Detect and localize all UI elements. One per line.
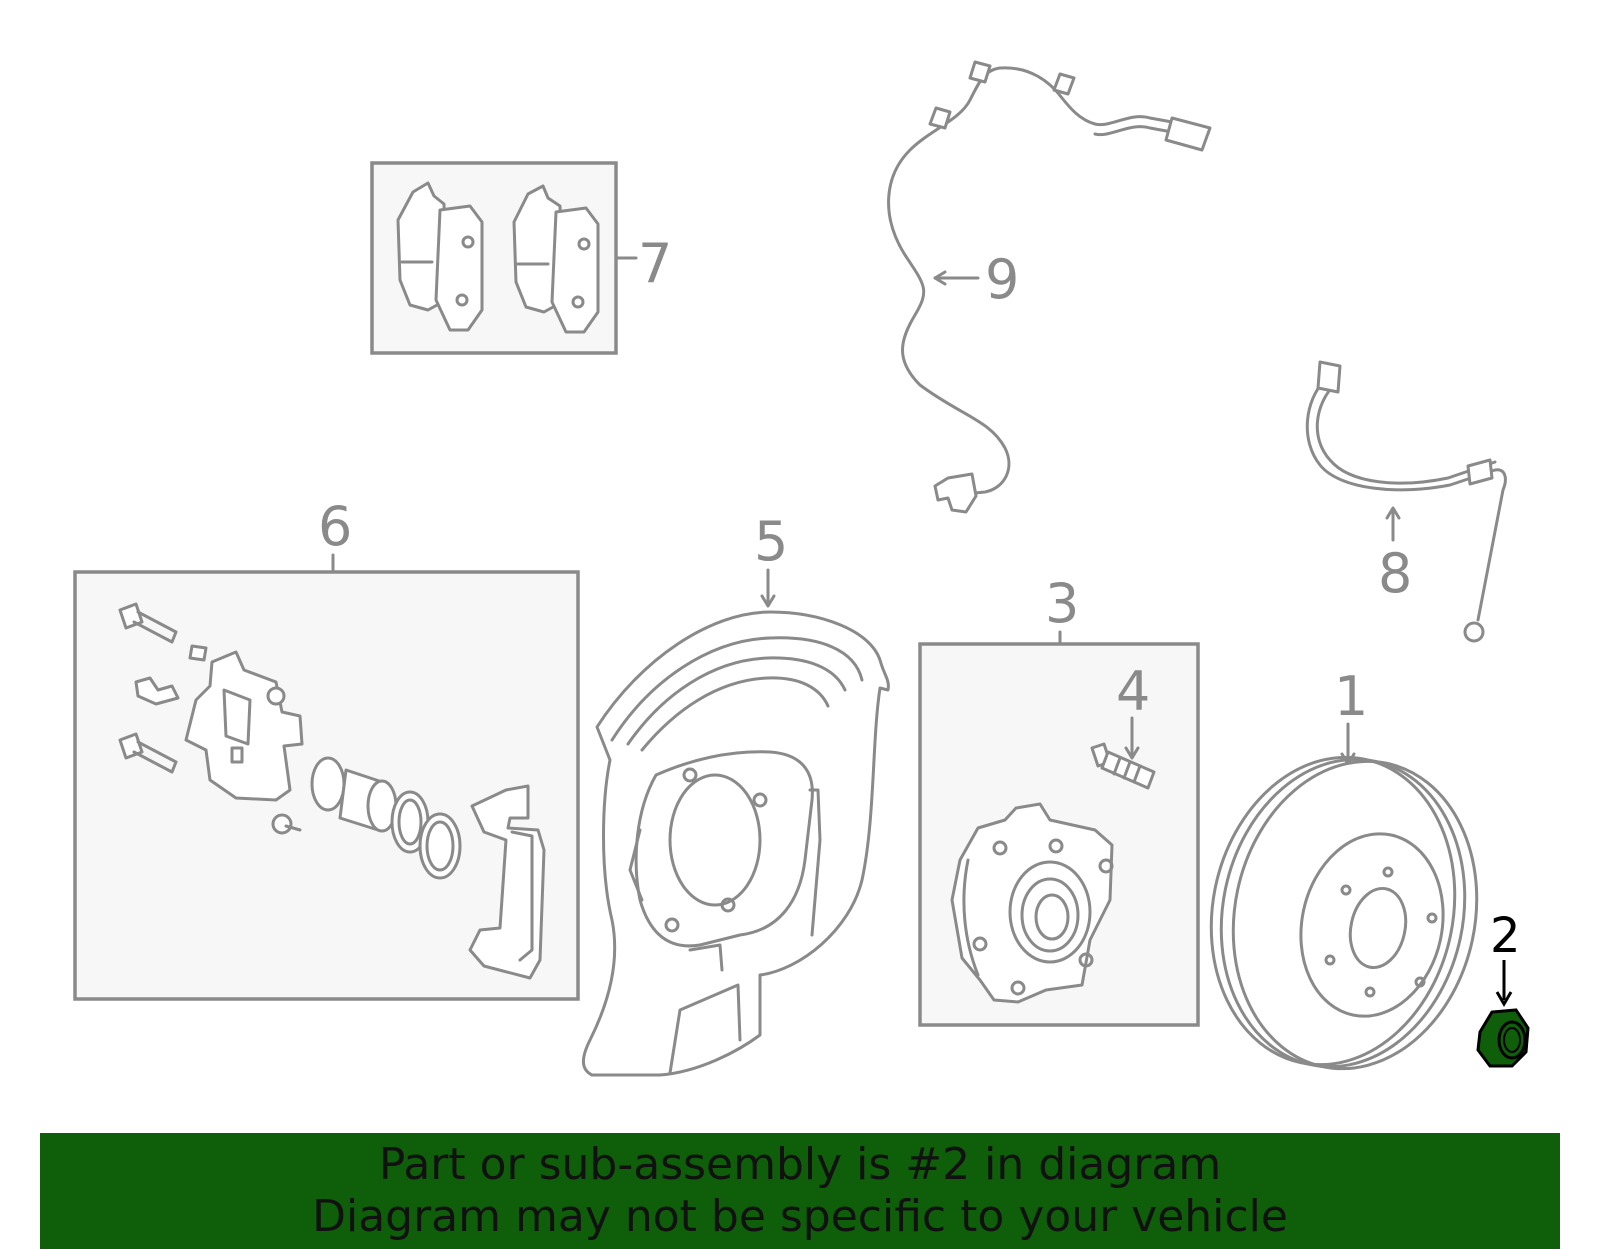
part-3-hub-assembly[interactable]: 3 [918,572,1200,1027]
part-4-wheel-stud[interactable]: 4 [1090,660,1156,790]
banner-line-2: Diagram may not be specific to your vehi… [312,1191,1288,1242]
part-1-brake-rotor[interactable]: 1 [1183,665,1504,1092]
callout-3: 3 [1045,572,1079,635]
callout-9: 9 [985,248,1019,311]
callout-7: 7 [638,232,672,295]
banner-line-1: Part or sub-assembly is #2 in diagram [378,1139,1222,1190]
callout-2: 2 [1490,908,1521,964]
callout-8: 8 [1378,542,1412,605]
part-7-brake-pads[interactable]: 7 [370,161,672,355]
part-8-brake-hose[interactable]: 8 [1305,360,1507,643]
part-2-nut[interactable]: 2 [1476,908,1530,1068]
info-banner: Part or sub-assembly is #2 in diagram Di… [40,1133,1560,1249]
part-9-abs-sensor[interactable]: 9 [887,60,1212,514]
callout-6: 6 [318,495,352,558]
callout-1: 1 [1334,665,1368,728]
part-6-caliper-assembly[interactable]: 6 [73,495,580,1001]
part-5-dust-shield[interactable]: 5 [582,510,890,1077]
callout-5: 5 [754,510,788,573]
callout-4: 4 [1116,660,1150,723]
